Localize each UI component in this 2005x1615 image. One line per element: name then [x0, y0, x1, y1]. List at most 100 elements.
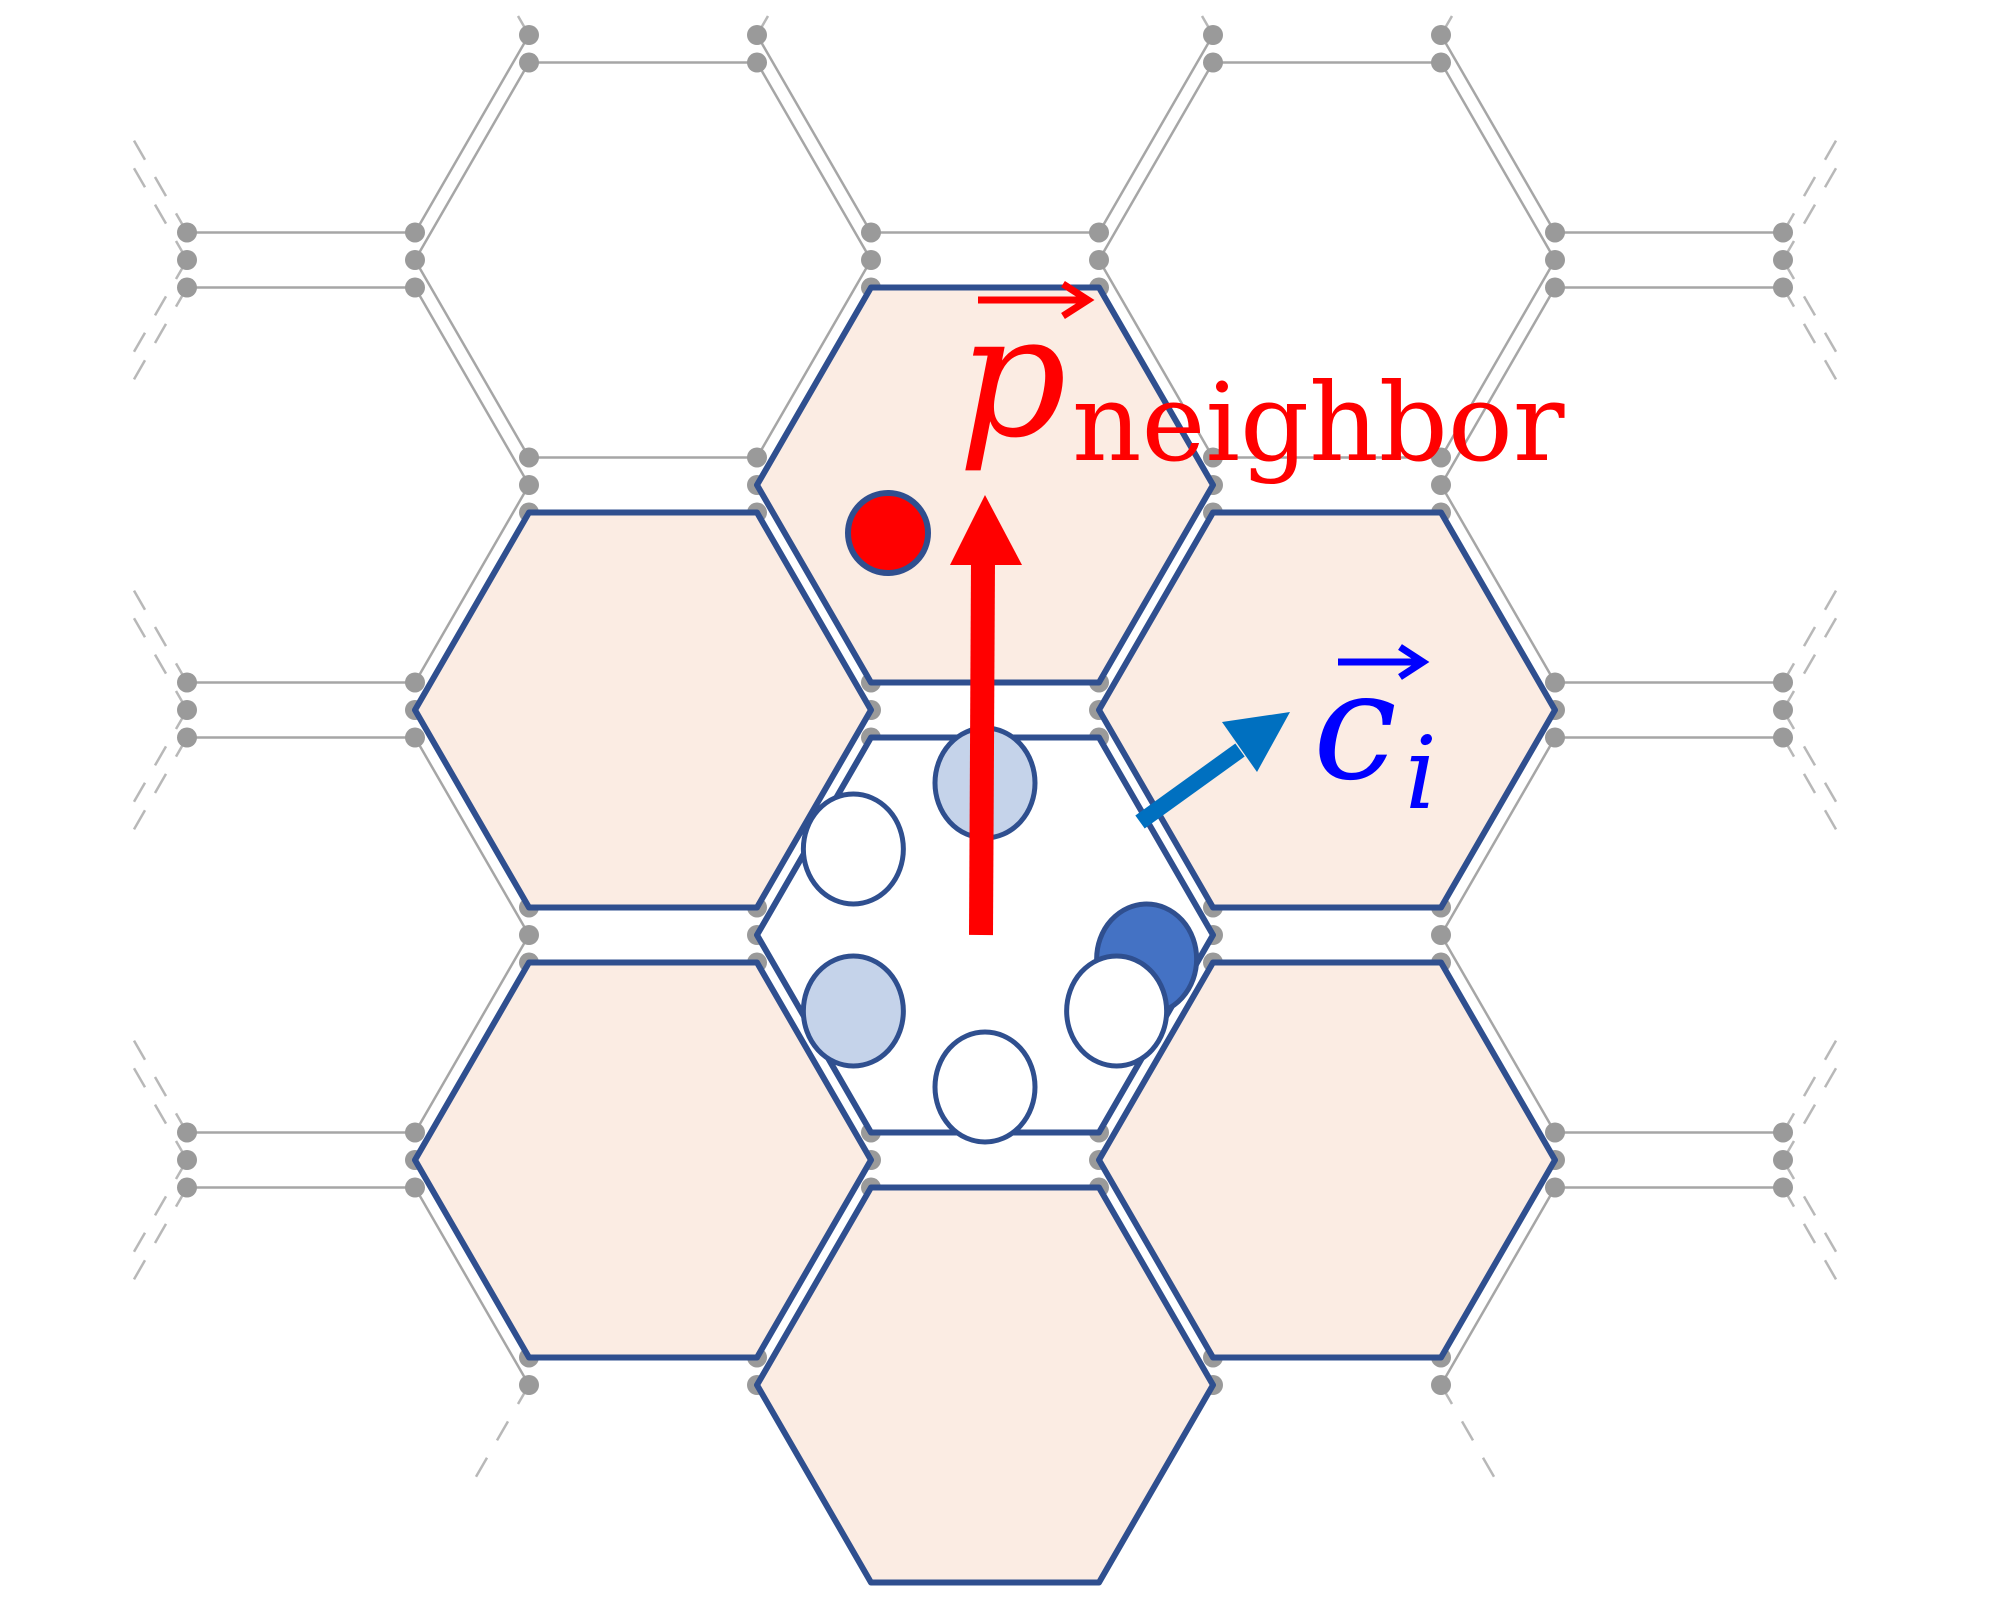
- lattice-node: [1431, 25, 1451, 45]
- lattice-edge-dashed: [1439, 0, 1463, 36]
- lattice-node: [1545, 1177, 1565, 1198]
- lattice-node: [1545, 672, 1565, 693]
- lattice-node: [1545, 250, 1565, 270]
- lattice-node: [519, 925, 539, 945]
- lattice-dashed-extensions: [123, 0, 1847, 1495]
- lattice-node: [177, 1177, 197, 1198]
- lattice-edge-dashed: [123, 600, 189, 711]
- particles: [800, 725, 1200, 1145]
- lattice-node: [1203, 25, 1223, 45]
- lattice-node: [405, 1177, 425, 1198]
- lattice-edge: [1439, 34, 1557, 234]
- lattice-node: [177, 250, 197, 270]
- lattice-node: [1773, 727, 1793, 748]
- lattice-edge: [413, 484, 531, 684]
- lattice-edge: [413, 1186, 531, 1386]
- lattice-node: [1545, 727, 1565, 748]
- lattice-node: [1203, 447, 1223, 468]
- c-symbol: c: [1313, 640, 1397, 814]
- lattice-edge: [1439, 484, 1557, 684]
- lattice-edge-dashed: [755, 0, 779, 36]
- p-neighbor-label: p neighbor: [958, 278, 1565, 486]
- lattice-edge-dashed: [1781, 123, 1847, 234]
- lattice-node: [177, 1150, 197, 1170]
- lattice-edge-dashed: [1781, 286, 1847, 397]
- lattice-node: [1773, 277, 1793, 298]
- lattice-node: [405, 250, 425, 270]
- lattice-edge-dashed: [1781, 573, 1847, 684]
- lattice-edge-dashed: [123, 1023, 189, 1134]
- lattice-edge-dashed: [1781, 736, 1847, 847]
- lattice-edge-dashed: [123, 1159, 189, 1270]
- lattice-edge-dashed: [1191, 0, 1215, 36]
- lattice-node: [1545, 1122, 1565, 1143]
- lattice-node: [1431, 447, 1451, 468]
- lattice-edge-dashed: [1781, 1186, 1847, 1297]
- lattice-edge-dashed: [123, 573, 189, 684]
- particle-bottom: [932, 1029, 1038, 1145]
- lattice-edge: [1439, 1186, 1557, 1386]
- neighbor-cell-upper-left: [412, 509, 874, 911]
- neighbor-particle: [845, 490, 931, 576]
- lattice-node: [1431, 475, 1451, 495]
- lattice-node: [1203, 52, 1223, 73]
- lattice-node: [177, 277, 197, 298]
- lattice-node: [1431, 52, 1451, 73]
- lattice-edge-dashed: [1439, 1384, 1505, 1495]
- lattice-edge: [1439, 61, 1557, 261]
- lattice-edge-dashed: [1781, 150, 1847, 261]
- lattice-edge: [1439, 259, 1557, 459]
- particle-upper-left: [800, 791, 906, 907]
- lattice-edge-dashed: [1781, 259, 1847, 370]
- p-vector-arrow-icon: [978, 281, 1095, 319]
- lattice-node: [519, 1375, 539, 1395]
- lattice-node: [1089, 222, 1109, 243]
- lattice-edge-dashed: [123, 259, 189, 370]
- lattice-node: [405, 222, 425, 243]
- lattice-node: [405, 277, 425, 298]
- lattice-node: [405, 1122, 425, 1143]
- lattice-edge-dashed: [123, 709, 189, 820]
- lattice-edge: [1097, 34, 1215, 234]
- lattice-edge: [413, 34, 531, 234]
- lattice-edge-dashed: [1781, 600, 1847, 711]
- lattice-edge-dashed: [123, 1186, 189, 1297]
- lattice-node: [861, 250, 881, 270]
- lattice-edge: [413, 286, 531, 486]
- lattice-node: [519, 475, 539, 495]
- lattice-node: [747, 25, 767, 45]
- lattice-edge: [1439, 934, 1557, 1134]
- lattice-edge-dashed: [123, 736, 189, 847]
- lattice-edge-dashed: [1781, 709, 1847, 820]
- lattice-node: [1773, 700, 1793, 720]
- lattice-node: [177, 727, 197, 748]
- neighbor-cell-upper-right: [1096, 509, 1558, 911]
- lattice-node: [177, 672, 197, 693]
- particle-lower-left: [800, 953, 906, 1069]
- lattice-edge-dashed: [1781, 1050, 1847, 1161]
- lattice-node: [519, 447, 539, 468]
- lattice-node: [1773, 1150, 1793, 1170]
- lattice-edge: [413, 259, 531, 459]
- lattice-edge: [1439, 736, 1557, 936]
- particle-lower-right: [1064, 953, 1170, 1069]
- neighbor-cell-bottom: [754, 1184, 1216, 1586]
- lattice-node: [1773, 672, 1793, 693]
- lattice-node: [177, 700, 197, 720]
- lattice-node: [747, 447, 767, 468]
- lattice-edge-dashed: [123, 286, 189, 397]
- c-i-arrow: [1135, 712, 1290, 829]
- lattice-node: [177, 1122, 197, 1143]
- c-subscript: i: [1405, 715, 1437, 832]
- lattice-node: [1773, 250, 1793, 270]
- lattice-node: [519, 52, 539, 73]
- neighbor-cell-lower-left: [412, 959, 874, 1361]
- lattice-edge: [1097, 61, 1215, 261]
- lattice-edge-dashed: [123, 123, 189, 234]
- lattice-edge-dashed: [123, 150, 189, 261]
- lattice-edge-dashed: [1781, 1159, 1847, 1270]
- lattice-edge: [1439, 286, 1557, 486]
- lattice-edge-dashed: [465, 1384, 531, 1495]
- lattice-edge: [413, 61, 531, 261]
- neighbor-cell-lower-right: [1096, 959, 1558, 1361]
